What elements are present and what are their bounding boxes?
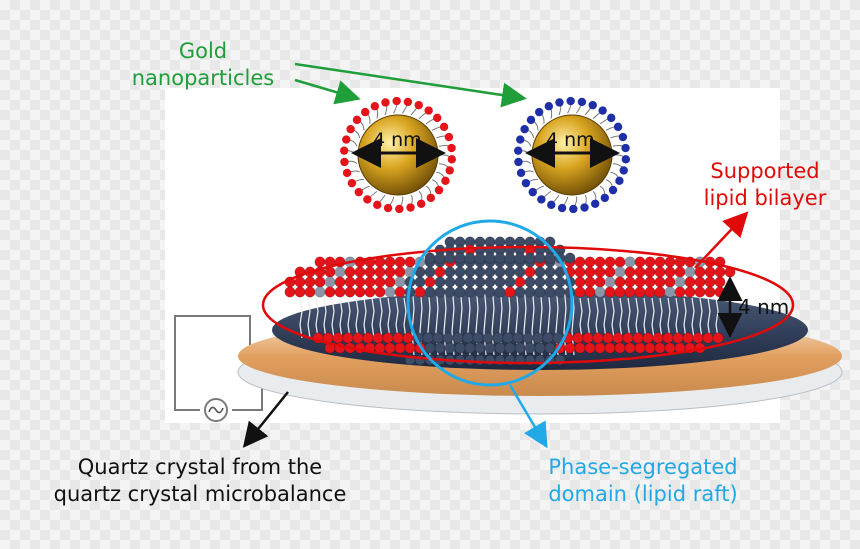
supported-bilayer-label: Supported lipid bilayer xyxy=(690,158,840,212)
raft-label: Phase-segregated domain (lipid raft) xyxy=(518,454,768,508)
bilayer-arrow xyxy=(694,211,749,269)
raft-arrow xyxy=(508,384,548,449)
quartz-arrow xyxy=(242,391,289,448)
np-right-size-label: 4 nm xyxy=(546,129,595,151)
bilayer-outline xyxy=(261,245,795,365)
quartz-label: Quartz crystal from the quartz crystal m… xyxy=(30,454,370,508)
quartz-label-line1: Quartz crystal from the xyxy=(77,455,323,479)
gold-arrow-right xyxy=(294,62,527,108)
gold-label: Gold nanoparticles xyxy=(128,38,278,92)
bilayer-thickness-label: 4 nm xyxy=(738,295,790,319)
gold-nanoparticle-red xyxy=(339,96,457,214)
quartz-label-line2: quartz crystal microbalance xyxy=(53,482,347,506)
raft-outline xyxy=(406,219,574,387)
raft-label-line1: Phase-segregated xyxy=(548,455,738,479)
ac-source-icon xyxy=(204,398,228,422)
gold-label-line2: nanoparticles xyxy=(131,66,275,90)
gold-arrow-left xyxy=(294,78,361,105)
gold-nanoparticle-blue xyxy=(513,96,631,214)
np-left-size-label: 4 nm xyxy=(373,129,422,151)
gold-label-line1: Gold xyxy=(178,39,228,63)
supported-label-line2: lipid bilayer xyxy=(703,186,827,210)
raft-label-line2: domain (lipid raft) xyxy=(548,482,738,506)
supported-label-line1: Supported xyxy=(710,159,820,183)
qcm-circuit xyxy=(174,315,263,411)
